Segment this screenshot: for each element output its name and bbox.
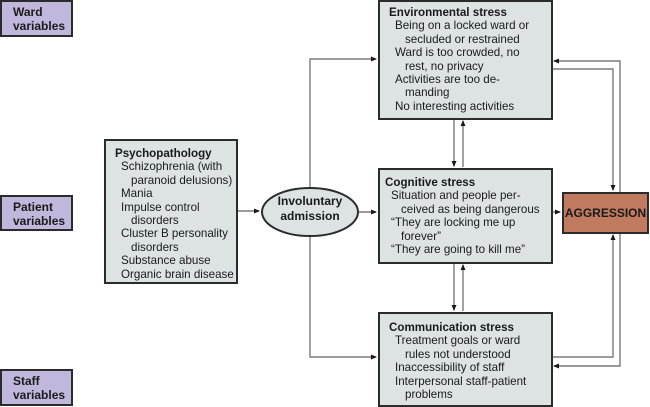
list-item: No interesting activities	[395, 99, 515, 113]
involuntary-admission-label: Involuntary admission	[261, 194, 359, 224]
list-item: secluded or restrained	[405, 32, 520, 46]
list-item: paranoid delusions)	[131, 173, 233, 187]
psychopathology-title: Psychopathology	[115, 147, 212, 160]
communication-stress-title: Communication stress	[389, 321, 514, 334]
admission-line1: Involuntary	[277, 194, 343, 208]
list-item: problems	[405, 388, 453, 402]
list-item: manding	[405, 86, 450, 100]
list-item: disorders	[131, 240, 179, 254]
list-item: “They are locking me up	[391, 216, 516, 230]
aggression-label: AGGRESSION	[564, 206, 647, 220]
patient-variables-line1: Patient	[13, 200, 54, 214]
arrow-communication-to-aggression	[552, 234, 616, 358]
involuntary-admission-ellipse	[261, 187, 359, 237]
list-item: Situation and people per-	[391, 189, 521, 203]
arrow-aggression-to-communication	[553, 233, 621, 369]
list-item: Treatment goals or ward	[395, 334, 521, 348]
arrow-admission-to-environmental	[309, 56, 377, 187]
staff-variables-line1: Staff	[13, 374, 40, 388]
patient-variables-box: Patient variables	[0, 195, 73, 231]
list-item: rest, no privacy	[405, 59, 484, 73]
list-item: disorders	[131, 214, 179, 228]
ward-variables-box: Ward variables	[0, 0, 73, 37]
environmental-stress-box: Environmental stress Being on a locked w…	[378, 0, 553, 120]
list-item: ceived as being dangerous	[401, 202, 540, 216]
arrow-environmental-to-aggression	[552, 68, 616, 191]
list-item: Mania	[121, 187, 153, 201]
cognitive-stress-title: Cognitive stress	[385, 176, 476, 189]
list-item: Organic brain disease	[121, 267, 234, 281]
admission-line2: admission	[280, 209, 340, 223]
list-item: “They are going to kill me”	[391, 243, 526, 257]
list-item: Schizophrenia (with	[121, 160, 223, 174]
list-item: Inaccessibility of staff	[395, 361, 505, 375]
ward-variables-line1: Ward	[13, 5, 43, 19]
staff-variables-line2: variables	[13, 388, 66, 402]
list-item: Substance abuse	[121, 254, 211, 268]
patient-variables-line2: variables	[13, 214, 66, 228]
list-item: Being on a locked ward or	[395, 19, 530, 33]
ward-variables-line2: variables	[13, 19, 66, 33]
communication-stress-box: Communication stress Treatment goals or …	[378, 312, 553, 407]
aggression-box: AGGRESSION	[562, 192, 649, 234]
list-item: Impulse control	[121, 200, 200, 214]
list-item: forever”	[401, 229, 441, 243]
list-item: Ward is too crowded, no	[395, 46, 520, 60]
list-item: rules not understood	[405, 347, 511, 361]
list-item: Interpersonal staff-patient	[395, 374, 527, 388]
arrow-admission-to-communication	[309, 237, 377, 360]
list-item: Cluster B personality	[121, 227, 228, 241]
cognitive-stress-box: Cognitive stress Situation and people pe…	[378, 168, 553, 264]
staff-variables-box: Staff variables	[0, 369, 73, 406]
arrow-aggression-to-environmental	[553, 58, 621, 192]
cognitive-stress-list: Situation and people per-ceived as being…	[385, 189, 551, 256]
list-item: Activities are too de-	[395, 73, 501, 87]
environmental-stress-title: Environmental stress	[389, 6, 507, 19]
